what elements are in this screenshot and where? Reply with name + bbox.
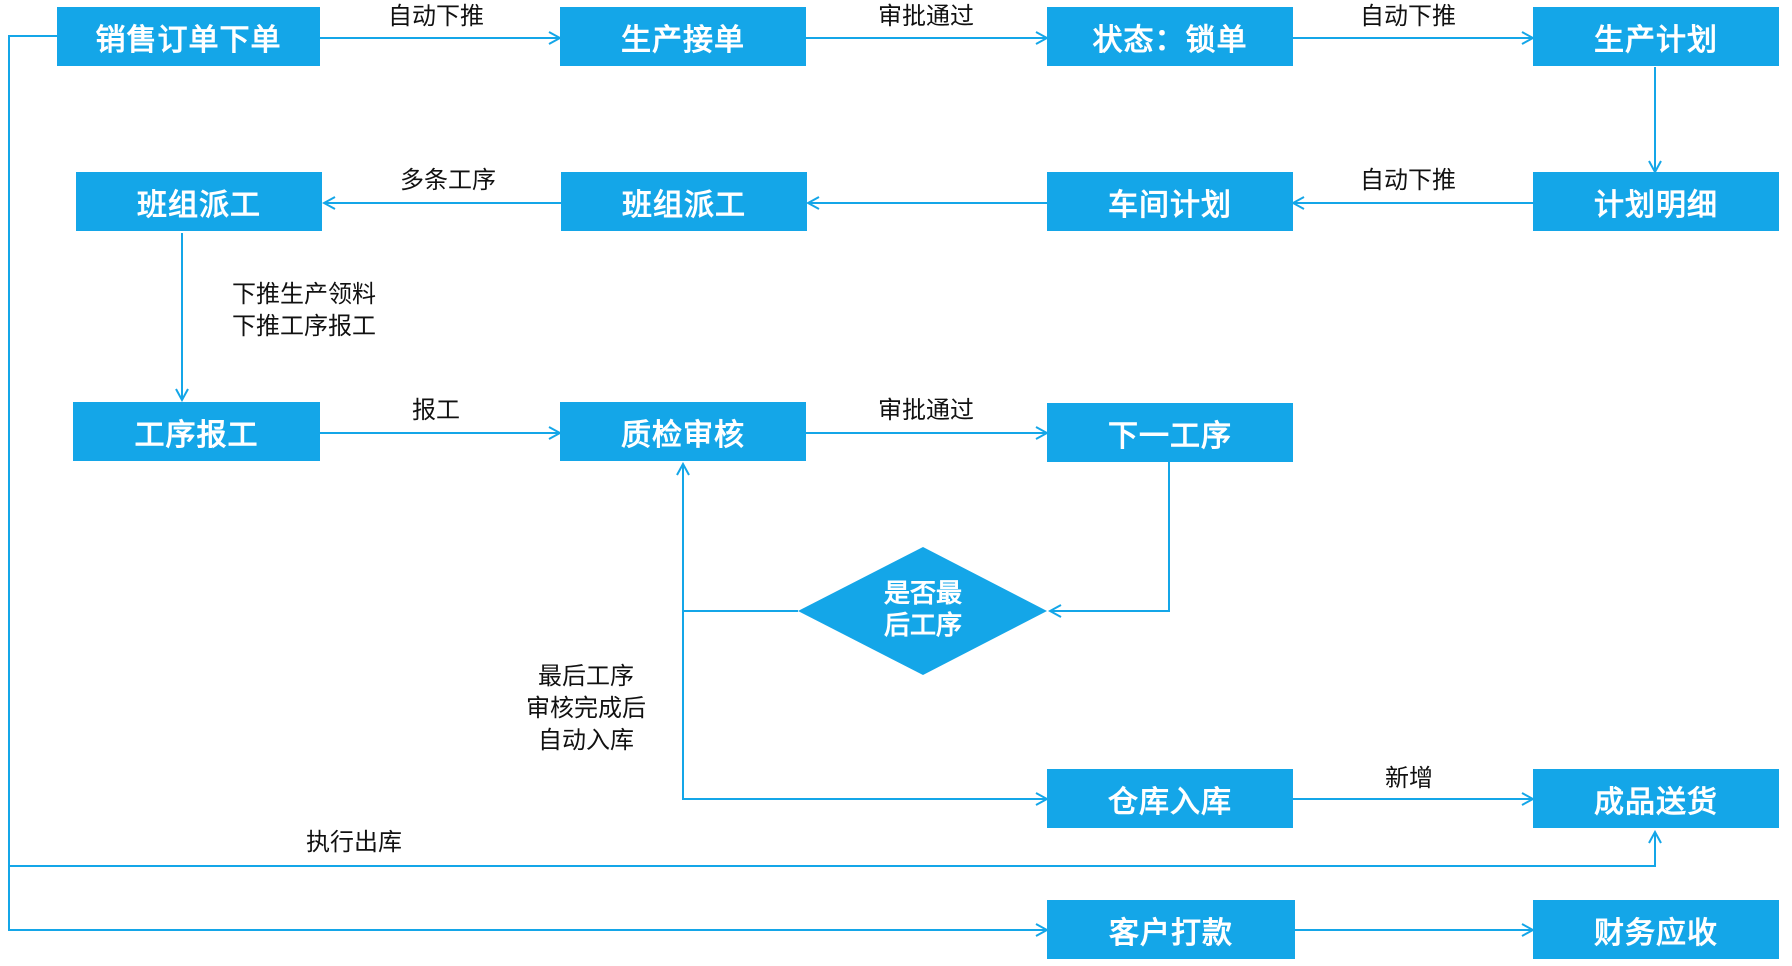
label-auto-push-2: 自动下推 <box>1360 2 1456 30</box>
node-qc-review: 质检审核 <box>560 402 806 461</box>
node-warehouse-in: 仓库入库 <box>1047 769 1293 828</box>
node-finance-receivable: 财务应收 <box>1533 900 1779 959</box>
label-approved-2: 审批通过 <box>878 396 974 424</box>
decision-label-line1: 是否最 <box>883 579 962 609</box>
edge-diamond-to-qc <box>683 464 798 612</box>
decision-label: 是否最 后工序 <box>858 578 988 642</box>
node-process-report: 工序报工 <box>73 402 320 461</box>
edge-qc-to-warehouse <box>682 611 1047 799</box>
label-push-down: 下推生产领料 下推工序报工 <box>232 278 376 342</box>
label-last-process-line2: 审核完成后 <box>526 694 646 722</box>
label-report: 报工 <box>412 396 460 424</box>
node-plan-detail: 计划明细 <box>1533 172 1779 231</box>
label-last-process-line3: 自动入库 <box>538 726 634 754</box>
node-workshop-plan: 车间计划 <box>1047 172 1293 231</box>
label-auto-push-3: 自动下推 <box>1360 166 1456 194</box>
node-production-receive: 生产接单 <box>560 7 806 66</box>
node-team-dispatch-left: 班组派工 <box>76 172 322 231</box>
label-last-process-note: 最后工序 审核完成后 自动入库 <box>516 660 656 756</box>
edge-trunk-to-payment <box>8 866 1047 930</box>
decision-diamond <box>798 547 1047 675</box>
decision-label-line2: 后工序 <box>883 611 962 641</box>
node-customer-payment: 客户打款 <box>1047 900 1295 959</box>
label-new-add: 新增 <box>1385 764 1433 792</box>
label-auto-push-1: 自动下推 <box>388 2 484 30</box>
label-push-down-line1: 下推生产领料 <box>232 280 376 308</box>
label-approved-1: 审批通过 <box>878 2 974 30</box>
node-production-plan: 生产计划 <box>1533 7 1779 66</box>
edge-next-to-diamond <box>1050 462 1170 611</box>
label-last-process-line1: 最后工序 <box>538 662 634 690</box>
label-push-down-line2: 下推工序报工 <box>232 312 376 340</box>
label-multi-process: 多条工序 <box>400 166 496 194</box>
label-execute-outbound: 执行出库 <box>306 828 402 856</box>
node-sales-order: 销售订单下单 <box>57 7 320 66</box>
node-product-delivery: 成品送货 <box>1533 769 1779 828</box>
node-status-lock: 状态：锁单 <box>1047 7 1293 66</box>
node-team-dispatch-mid: 班组派工 <box>561 172 807 231</box>
node-next-process: 下一工序 <box>1047 403 1293 462</box>
